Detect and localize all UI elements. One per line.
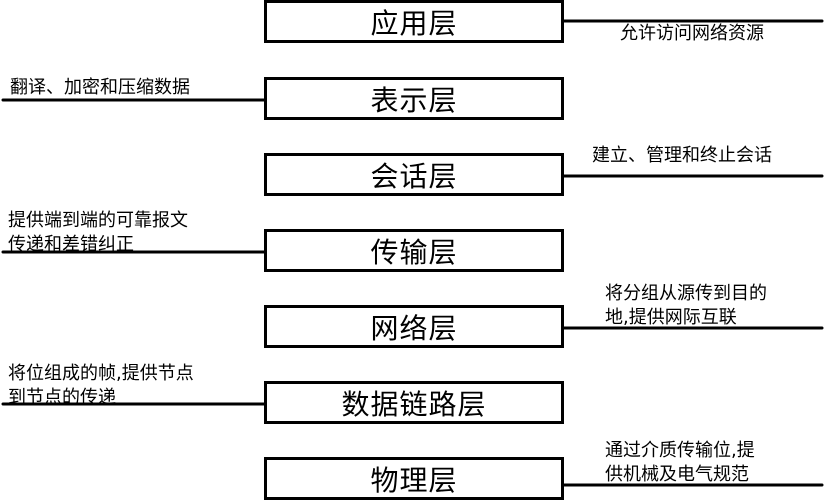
layer-box-session: 会话层	[264, 153, 564, 196]
layer-label-application: 应用层	[370, 6, 458, 40]
desc-transport: 提供端到端的可靠报文 传递和差错纠正	[8, 209, 188, 257]
desc-line: 翻译、加密和压缩数据	[10, 77, 190, 98]
layer-label-network: 网络层	[370, 311, 458, 345]
desc-line: 传递和差错纠正	[8, 234, 134, 255]
layer-box-network: 网络层	[264, 305, 564, 348]
desc-line: 供机械及电气规范	[605, 464, 749, 485]
desc-line: 将位组成的帧,提供节点	[8, 363, 194, 384]
layer-box-data-link: 数据链路层	[264, 381, 564, 424]
desc-line: 建立、管理和终止会话	[592, 145, 772, 166]
desc-line: 到节点的传递	[8, 387, 116, 408]
desc-line: 提供端到端的可靠报文	[8, 210, 188, 231]
layer-label-data-link: 数据链路层	[341, 387, 487, 421]
desc-line: 地,提供网际互联	[605, 307, 737, 328]
desc-line: 将分组从源传到目的	[605, 283, 767, 304]
layer-box-transport: 传输层	[264, 229, 564, 272]
layer-label-physical: 物理层	[370, 463, 458, 497]
desc-physical: 通过介质传输位,提 供机械及电气规范	[605, 439, 755, 487]
layer-box-physical: 物理层	[264, 457, 564, 500]
desc-application: 允许访问网络资源	[620, 22, 764, 46]
layer-label-session: 会话层	[370, 159, 458, 193]
desc-line: 允许访问网络资源	[620, 23, 764, 44]
desc-presentation: 翻译、加密和压缩数据	[10, 76, 190, 100]
desc-session: 建立、管理和终止会话	[592, 144, 772, 168]
layer-box-application: 应用层	[264, 0, 564, 43]
desc-data-link: 将位组成的帧,提供节点 到节点的传递	[8, 362, 194, 410]
desc-network: 将分组从源传到目的 地,提供网际互联	[605, 282, 767, 330]
layer-label-presentation: 表示层	[370, 83, 458, 117]
layer-label-transport: 传输层	[370, 235, 458, 269]
desc-line: 通过介质传输位,提	[605, 440, 755, 461]
arrow-session	[526, 164, 824, 188]
layer-box-presentation: 表示层	[264, 77, 564, 120]
